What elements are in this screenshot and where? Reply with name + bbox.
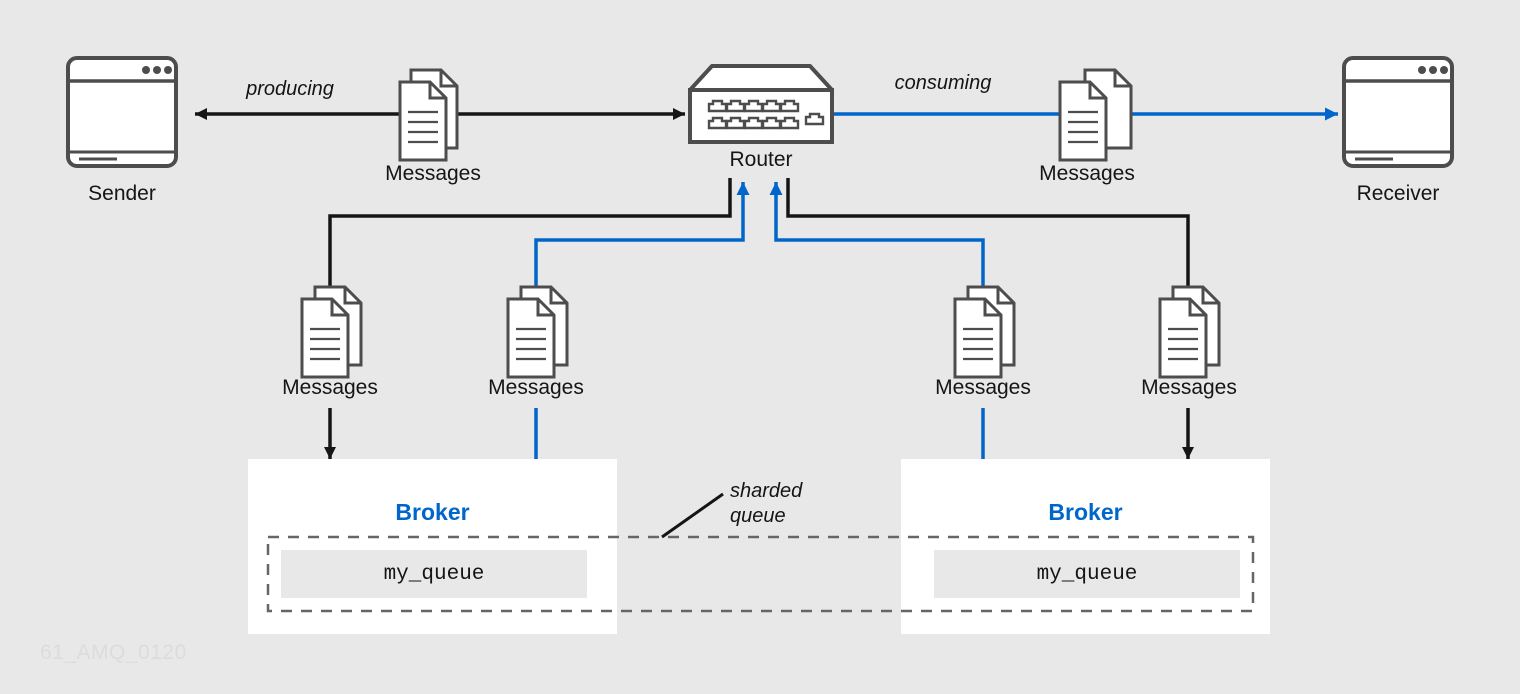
queue-label-left: my_queue bbox=[383, 562, 485, 586]
queue-box-right[interactable]: my_queue bbox=[934, 550, 1240, 598]
edge-msg-to-router-right bbox=[769, 182, 985, 287]
broker-right-title: Broker bbox=[1048, 499, 1123, 525]
window-icon-receiver[interactable] bbox=[1342, 56, 1454, 168]
messages-label-top-right: Messages bbox=[1039, 162, 1135, 185]
sharded-queue-dashed-region bbox=[266, 535, 1255, 613]
sender-label: Sender bbox=[88, 182, 156, 205]
messages-icon-top-left[interactable] bbox=[398, 68, 459, 162]
messages-icon-mid-2[interactable] bbox=[506, 285, 569, 379]
messages-icon-top-right[interactable] bbox=[1058, 68, 1133, 162]
broker-left[interactable]: Broker bbox=[248, 459, 617, 634]
receiver-label: Receiver bbox=[1356, 182, 1440, 205]
watermark: 61_AMQ_0120 bbox=[40, 641, 187, 664]
queue-label-right: my_queue bbox=[1036, 562, 1138, 586]
edge-msg-to-router-left bbox=[534, 182, 750, 287]
edge-router-to-msg-left bbox=[328, 178, 732, 287]
messages-label-mid-3: Messages bbox=[935, 376, 1031, 399]
broker-left-title: Broker bbox=[395, 499, 470, 525]
network-switch-icon-router[interactable] bbox=[688, 64, 834, 144]
messages-label-top-left: Messages bbox=[385, 162, 481, 185]
messages-label-mid-4: Messages bbox=[1141, 376, 1237, 399]
queue-box-left[interactable]: my_queue bbox=[281, 550, 587, 598]
broker-right[interactable]: Broker bbox=[901, 459, 1270, 634]
window-icon-sender[interactable] bbox=[66, 56, 178, 168]
messages-label-mid-1: Messages bbox=[282, 376, 378, 399]
consuming-label: consuming bbox=[894, 72, 992, 94]
messages-label-mid-2: Messages bbox=[488, 376, 584, 399]
messages-icon-mid-3[interactable] bbox=[953, 285, 1016, 379]
messages-icon-mid-4[interactable] bbox=[1158, 285, 1221, 379]
sharded-queue-leader-line bbox=[661, 492, 724, 539]
messages-icon-mid-1[interactable] bbox=[300, 285, 363, 379]
edge-router-to-msg-right bbox=[786, 178, 1190, 287]
router-label: Router bbox=[729, 148, 793, 171]
sharded-queue-label-line1: sharded bbox=[730, 480, 803, 502]
sharded-queue-label-line2: queue bbox=[730, 505, 786, 527]
producing-label: producing bbox=[246, 78, 334, 100]
